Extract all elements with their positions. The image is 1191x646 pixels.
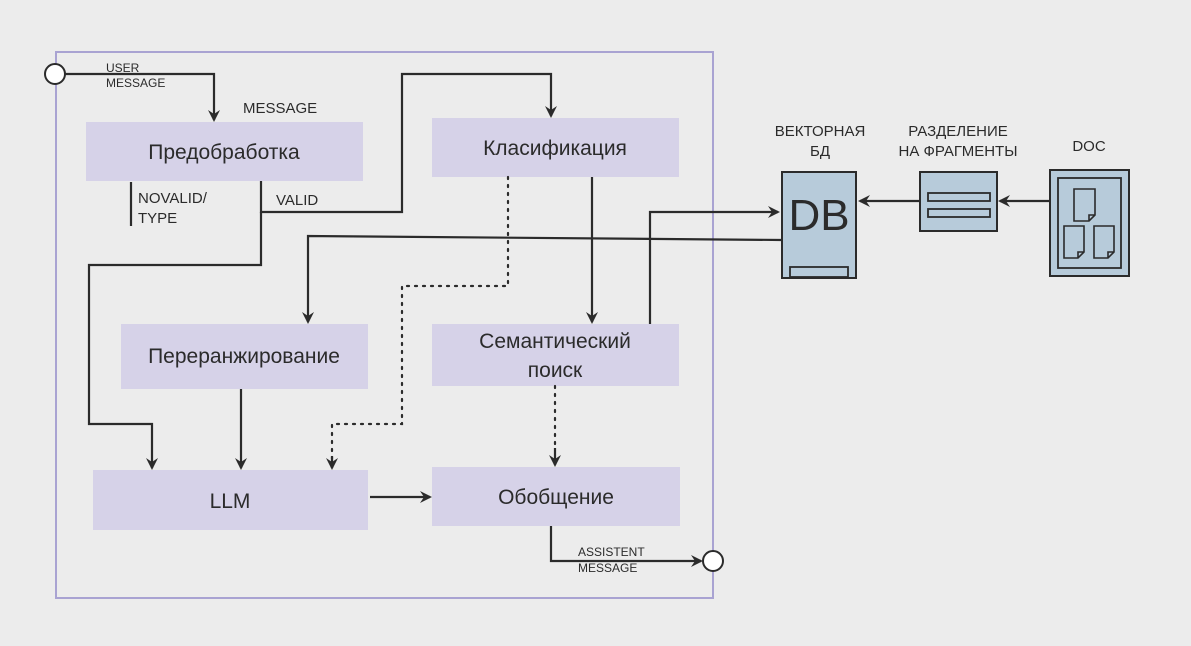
novalid-label-line1: NOVALID/ [138,190,208,207]
semantic-search-label-line1: Семантический [479,330,631,353]
doc-icon[interactable] [1049,169,1130,277]
reranking-label: Переранжирование [148,345,340,368]
search-to-db-arrow [648,206,780,324]
assistent-label-line2: MESSAGE [578,561,637,575]
preprocessing-label: Предобработка [148,141,300,164]
user-message-label-line1: USER [106,61,140,75]
splitter-icon[interactable] [919,171,998,232]
novalid-label-line2: TYPE [138,210,177,227]
vector-db-icon[interactable]: DB [781,171,857,279]
user-message-arrow [65,72,220,122]
llm-label: LLM [210,490,251,513]
db-to-reranking-arrow [302,234,783,324]
summarization-box[interactable]: Обобщение [432,467,680,526]
document-page-icon [1093,225,1115,259]
preprocessing-box[interactable]: Предобработка [86,122,363,181]
user-message-label-line2: MESSAGE [106,76,165,90]
summarization-label: Обобщение [498,486,614,509]
split-caption-line2: НА ФРАГМЕНТЫ [899,143,1018,160]
message-label: MESSAGE [243,100,317,117]
preprocessing-to-llm-arrow [87,212,263,470]
semantic-search-label-line2: поиск [528,359,583,382]
document-page-icon [1063,225,1085,259]
document-page-icon [1073,188,1096,222]
valid-arrow [259,72,557,214]
vector-db-caption-line2: БД [810,143,830,160]
classification-label: Класификация [483,137,627,160]
reranking-box[interactable]: Переранжирование [121,324,368,389]
doc-caption: DOC [1072,138,1106,155]
valid-label: VALID [276,192,318,209]
db-icon-text: DB [788,191,849,240]
semantic-search-box[interactable]: Семантический поиск [432,324,679,386]
classification-to-llm-dotted [330,175,510,472]
input-terminal [44,63,66,85]
llm-box[interactable]: LLM [93,470,368,530]
split-caption-line1: РАЗДЕЛЕНИЕ [908,123,1008,140]
pipeline-frame [55,51,714,599]
assistent-output-arrow [549,526,703,567]
classification-box[interactable]: Класификация [432,118,679,177]
assistent-label-line1: ASSISTENT [578,545,645,559]
output-terminal [702,550,724,572]
vector-db-caption-line1: ВЕКТОРНАЯ [775,123,866,140]
